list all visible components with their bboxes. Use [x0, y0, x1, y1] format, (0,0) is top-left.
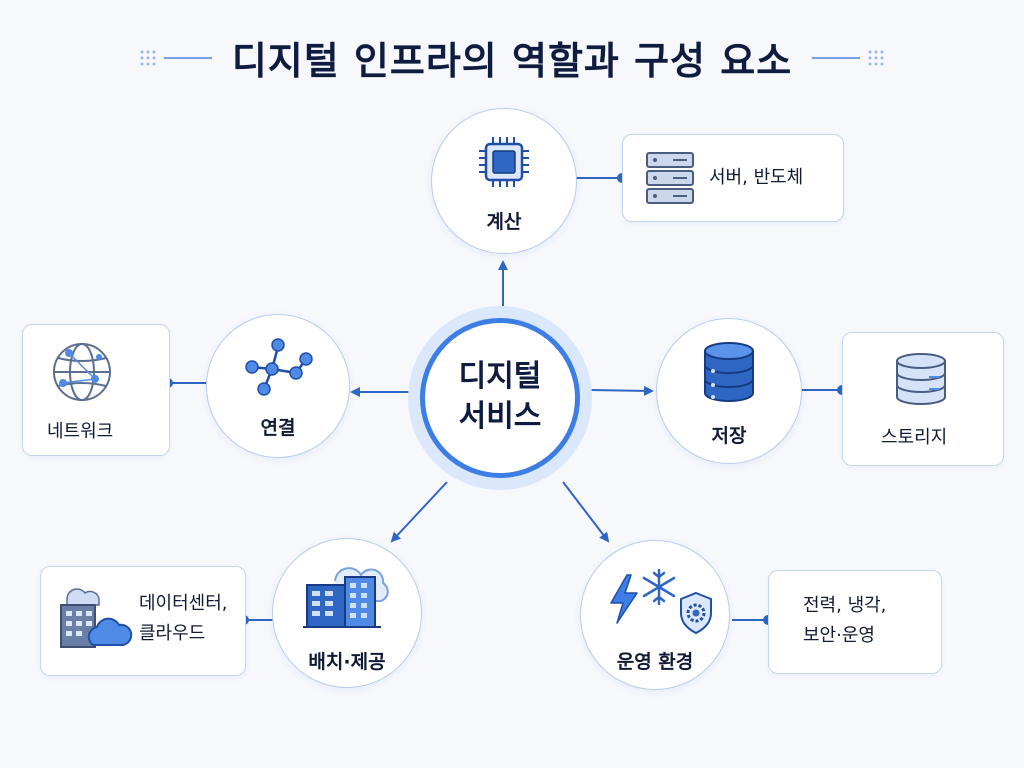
- card-deploy-text: 데이터센터, 클라우드: [139, 589, 228, 649]
- card-operate: 전력, 냉각, 보안·운영: [768, 570, 942, 674]
- card-deploy-line-1: 데이터센터,: [139, 593, 228, 614]
- title-decoration-right: [812, 50, 884, 66]
- card-operate-line-1: 전력, 냉각,: [803, 595, 887, 616]
- node-operate: 운영 환경: [580, 540, 730, 690]
- cpu-chip-icon: [479, 137, 529, 187]
- network-nodes-icon: [245, 338, 313, 396]
- card-storage-text: 스토리지: [881, 427, 948, 448]
- card-storage: 스토리지: [842, 332, 1004, 466]
- node-compute: 계산: [431, 108, 577, 254]
- card-deploy: 데이터센터, 클라우드: [40, 566, 246, 676]
- node-connect: 연결: [206, 314, 350, 458]
- building-cloud-icon: [60, 588, 133, 648]
- center-line-1: 디지털: [458, 359, 542, 394]
- shield-gear-icon: [680, 591, 712, 635]
- node-deploy: 배치·제공: [272, 538, 422, 688]
- node-operate-label: 운영 환경: [616, 651, 694, 673]
- arrow-to-operate: [562, 481, 610, 543]
- database-icon: [704, 342, 754, 402]
- card-operate-line-2: 보안·운영: [803, 625, 875, 646]
- card-connect-text: 네트워크: [47, 421, 114, 442]
- snowflake-icon: [642, 568, 676, 606]
- page-title: 디지털 인프라의 역할과 구성 요소: [231, 39, 793, 83]
- datacenter-building-icon: [303, 567, 389, 628]
- card-compute-text: 서버, 반도체: [709, 167, 804, 188]
- card-connect: 네트워크: [22, 324, 170, 456]
- card-operate-text: 전력, 냉각, 보안·운영: [803, 591, 886, 651]
- storage-disk-icon: [896, 353, 946, 405]
- arrow-to-deploy: [390, 481, 448, 543]
- globe-network-icon: [53, 343, 111, 401]
- lightning-bolt-icon: [610, 574, 638, 624]
- node-connect-label: 연결: [260, 417, 296, 439]
- title-decoration-left: [140, 50, 212, 66]
- node-storage-label: 저장: [711, 425, 747, 447]
- arrow-to-storage: [589, 385, 654, 396]
- node-compute-label: 계산: [486, 211, 522, 233]
- node-storage: 저장: [656, 318, 802, 464]
- card-compute: 서버, 반도체: [622, 134, 844, 222]
- center-line-2: 서비스: [458, 399, 542, 434]
- node-deploy-label: 배치·제공: [308, 651, 386, 673]
- center-node: 디지털 서비스: [420, 318, 580, 478]
- card-deploy-line-2: 클라우드: [139, 623, 206, 644]
- server-rack-icon: [646, 152, 694, 204]
